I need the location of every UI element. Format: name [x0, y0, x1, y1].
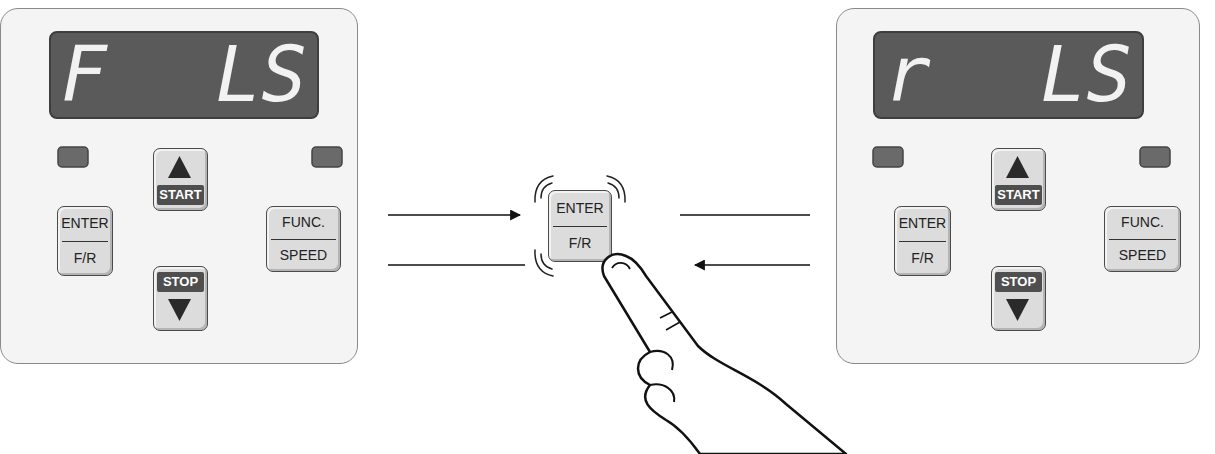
shake-mark: [535, 176, 553, 202]
flow-arrow: [388, 214, 520, 216]
button-label: ENTER: [62, 207, 108, 242]
flow-arrow: [695, 264, 810, 266]
keypad-panel: F LS START ENTERF/R FUNC.SPEED STOP: [0, 8, 358, 364]
button-label: ENTER: [553, 191, 607, 227]
button-label: STOP: [157, 272, 204, 292]
button-label: F/R: [58, 242, 112, 276]
pressing-hand: [603, 254, 846, 454]
fingernail: [612, 263, 630, 269]
key-button: STOP: [991, 266, 1046, 331]
key-button: ENTERF/R: [894, 206, 951, 276]
key-button: START: [991, 148, 1046, 211]
button-label: START: [995, 185, 1042, 205]
display-readout: F: [61, 33, 107, 117]
display-readout: LS: [1040, 33, 1132, 117]
finger: [603, 254, 846, 454]
up-triangle: [168, 156, 191, 178]
up-triangle: [1006, 156, 1029, 178]
key-button: FUNC.SPEED: [1104, 206, 1181, 272]
led: [1140, 147, 1170, 167]
key-button: FUNC.SPEED: [266, 206, 341, 272]
led: [58, 147, 88, 167]
keypad-panel: r LS START ENTERF/R FUNC.SPEED STOP: [836, 8, 1200, 364]
led-indicators: [58, 147, 1170, 167]
key-button: START: [153, 148, 208, 211]
led: [312, 147, 342, 167]
shake-mark: [535, 250, 553, 276]
button-label: F/R: [895, 242, 950, 276]
shake-mark: [608, 183, 619, 198]
knuckle-line: [650, 351, 673, 370]
shake-mark: [541, 254, 552, 269]
lcd-display: F LS: [49, 31, 319, 119]
button-label: F/R: [549, 227, 611, 262]
display-readout: r: [885, 33, 931, 117]
key-button: STOP: [153, 266, 208, 331]
button-label: START: [157, 185, 204, 205]
shake-mark: [541, 183, 552, 198]
key-button: ENTERF/R: [548, 190, 612, 262]
shake-marks: [535, 176, 625, 276]
button-label: STOP: [995, 272, 1042, 292]
led: [873, 147, 903, 167]
button-label: FUNC.: [271, 207, 336, 240]
knuckle-line: [650, 384, 674, 402]
flow-arrow: [388, 264, 525, 266]
down-triangle: [168, 299, 191, 321]
button-label: SPEED: [267, 240, 340, 272]
shake-mark: [607, 176, 625, 202]
display-readout: LS: [215, 33, 307, 117]
button-label: ENTER: [899, 207, 946, 242]
button-label: SPEED: [1105, 240, 1180, 272]
key-button: ENTERF/R: [57, 206, 113, 276]
button-label: FUNC.: [1109, 207, 1176, 240]
arrow-symbols: [168, 156, 1029, 321]
lcd-display: r LS: [873, 31, 1144, 119]
down-triangle: [1006, 299, 1029, 321]
crease-line: [666, 322, 680, 330]
flow-arrow: [680, 214, 810, 216]
crease-line: [660, 312, 672, 318]
